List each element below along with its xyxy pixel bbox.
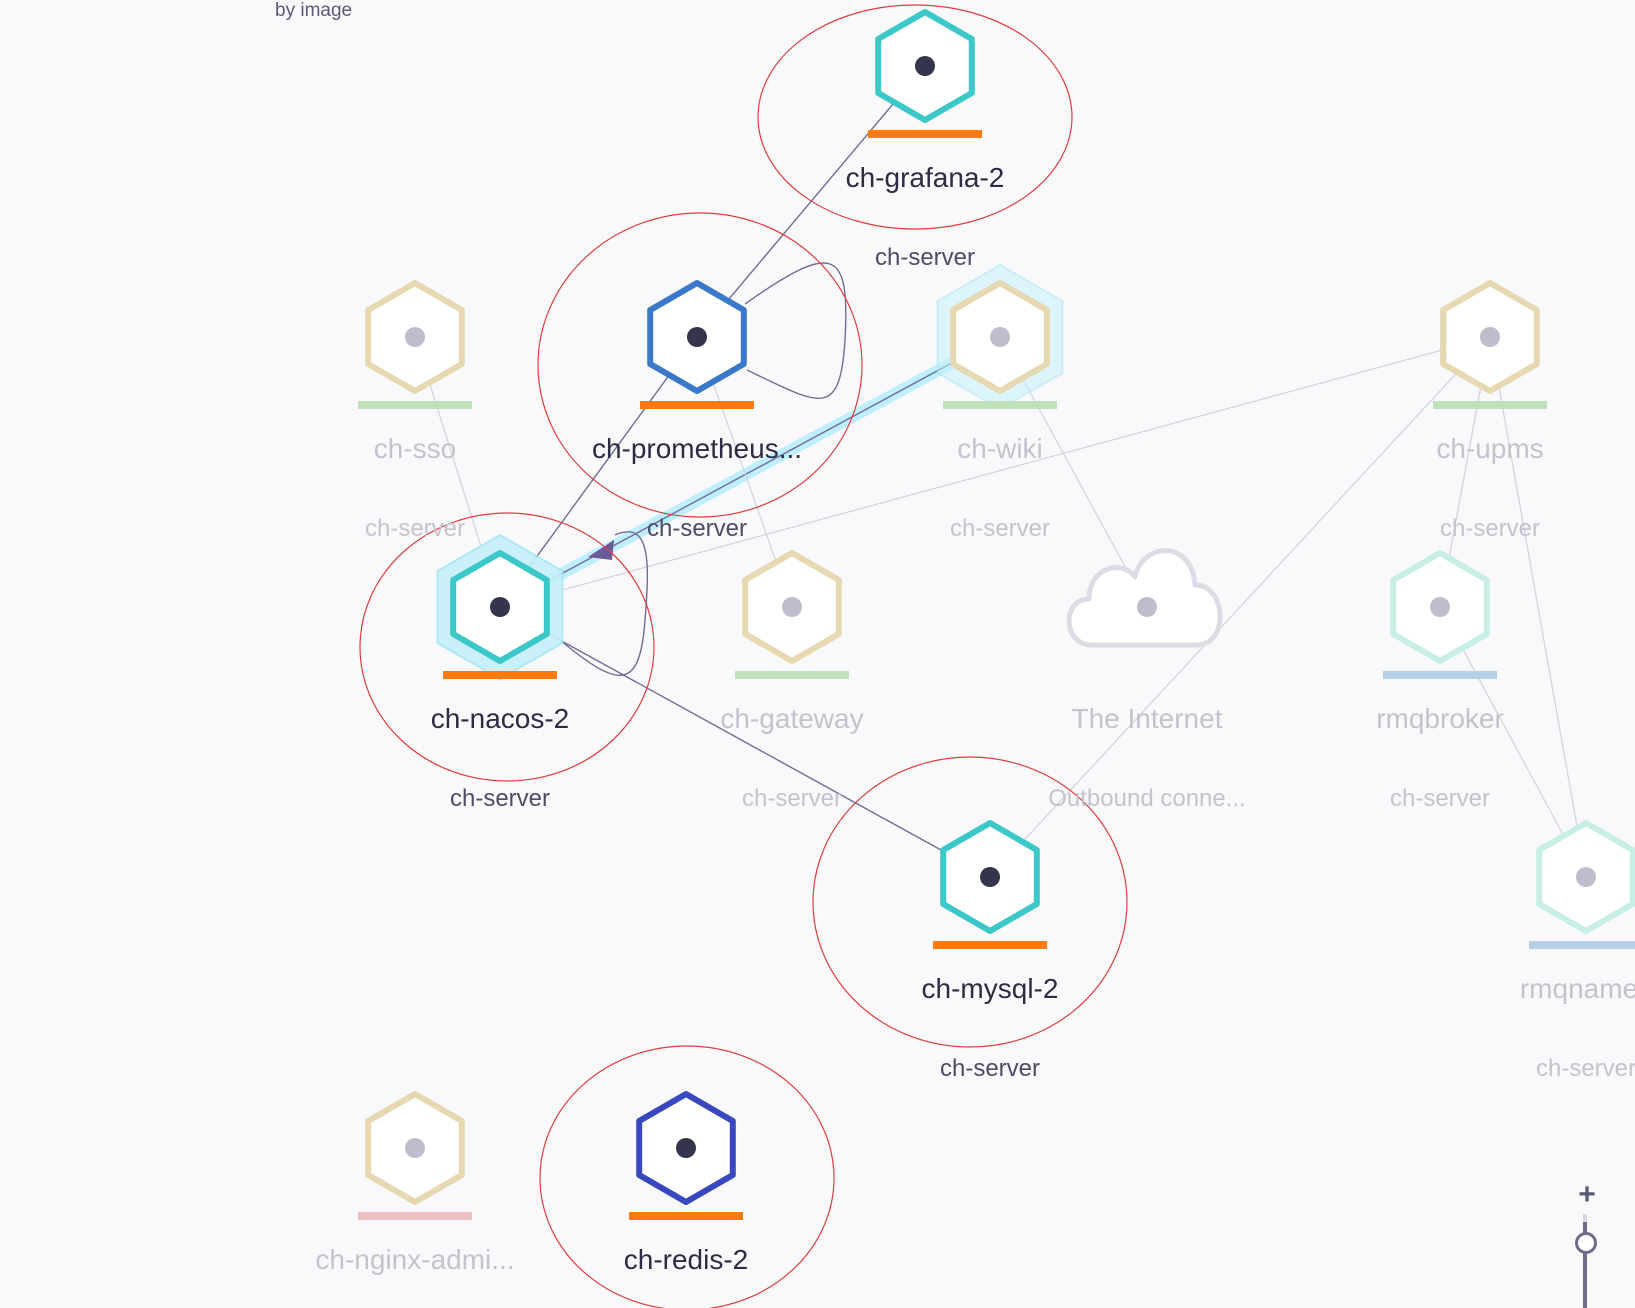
node-status-strip xyxy=(868,130,982,138)
edge-nacos-mysql[interactable] xyxy=(499,606,991,878)
node-status-strip xyxy=(1383,671,1497,679)
node-label: ch-wiki xyxy=(957,433,1043,464)
node-sso[interactable]: ch-sso ch-server xyxy=(358,280,472,542)
node-upms[interactable]: ch-upms ch-server xyxy=(1433,280,1547,542)
node-center-dot xyxy=(676,1138,696,1158)
node-host-label: ch-server xyxy=(940,1055,1040,1082)
node-mysql[interactable]: ch-mysql-2 ch-server xyxy=(922,820,1059,1082)
node-center-dot xyxy=(405,327,425,347)
node-label: ch-upms xyxy=(1436,433,1543,464)
node-host-label: ch-server xyxy=(1536,1055,1635,1082)
node-status-strip xyxy=(1433,401,1547,409)
node-label: ch-nacos-2 xyxy=(431,703,570,734)
node-label: ch-sso xyxy=(374,433,456,464)
node-label: ch-grafana-2 xyxy=(846,162,1005,193)
node-status-strip xyxy=(735,671,849,679)
node-host-label: ch-server xyxy=(450,785,550,812)
node-rmqbroker[interactable]: rmqbroker ch-server xyxy=(1376,550,1504,812)
edge-rmqbroker-rmqnames[interactable] xyxy=(1439,606,1587,878)
attention-circle-prometheus xyxy=(537,212,863,518)
node-grafana[interactable]: ch-grafana-2 ch-server xyxy=(846,9,1005,271)
node-status-strip xyxy=(629,1212,743,1220)
node-label: rmqnames xyxy=(1520,973,1635,1004)
edge-upms-nacos[interactable] xyxy=(499,336,1491,608)
zoom-track-cap xyxy=(1583,1214,1587,1222)
attention-circle-nacos xyxy=(359,512,655,782)
edge-wiki-nacos[interactable] xyxy=(499,336,1001,608)
node-nacos[interactable]: ch-nacos-2 ch-server xyxy=(431,534,570,812)
zoom-slider-handle[interactable] xyxy=(1575,1232,1597,1254)
node-center-dot xyxy=(990,327,1010,347)
edge-nacos-self-loop[interactable] xyxy=(559,531,649,677)
node-wiki[interactable]: ch-wiki ch-server xyxy=(936,264,1064,542)
edge-prometheus-self-loop[interactable] xyxy=(744,262,847,399)
attention-circle-grafana xyxy=(757,4,1073,230)
zoom-in-button[interactable]: + xyxy=(1578,1178,1596,1211)
node-center-dot xyxy=(687,327,707,347)
node-host-label: ch-server xyxy=(1440,515,1540,542)
node-center-dot xyxy=(1137,597,1157,617)
node-center-dot xyxy=(915,56,935,76)
zoom-slider-track[interactable] xyxy=(1583,1222,1587,1308)
edge-upms-mysql[interactable] xyxy=(989,336,1491,878)
node-status-strip xyxy=(1529,941,1635,949)
node-center-dot xyxy=(1430,597,1450,617)
node-host-label: ch-server xyxy=(950,515,1050,542)
node-nginx[interactable]: ch-nginx-admi... xyxy=(315,1091,515,1275)
node-status-strip xyxy=(943,401,1057,409)
node-label: ch-redis-2 xyxy=(624,1244,748,1275)
node-redis[interactable]: ch-redis-2 xyxy=(624,1091,748,1275)
node-gateway[interactable]: ch-gateway ch-server xyxy=(720,550,864,812)
node-host-label: ch-server xyxy=(742,785,842,812)
node-center-dot xyxy=(980,867,1000,887)
group-by-hint: by image xyxy=(275,0,353,21)
edge-arrowhead xyxy=(588,540,614,560)
node-status-strip xyxy=(640,401,754,409)
node-center-dot xyxy=(490,597,510,617)
node-status-strip xyxy=(358,401,472,409)
node-label: ch-mysql-2 xyxy=(922,973,1059,1004)
attention-circle-redis xyxy=(539,1045,835,1308)
node-status-strip xyxy=(443,671,557,679)
node-label: The Internet xyxy=(1072,703,1223,734)
node-host-label: ch-server xyxy=(875,244,975,271)
node-center-dot xyxy=(1576,867,1596,887)
node-label: ch-prometheus... xyxy=(592,433,802,464)
node-host-label: Outbound conne... xyxy=(1048,785,1245,812)
node-label: ch-nginx-admi... xyxy=(315,1244,514,1275)
node-center-dot xyxy=(1480,327,1500,347)
node-label: ch-gateway xyxy=(720,703,863,734)
node-prometheus[interactable]: ch-prometheus... ch-server xyxy=(592,280,802,542)
node-host-label: ch-server xyxy=(1390,785,1490,812)
node-label: rmqbroker xyxy=(1376,703,1504,734)
node-host-label: ch-server xyxy=(647,515,747,542)
node-status-strip xyxy=(358,1212,472,1220)
node-center-dot xyxy=(405,1138,425,1158)
attention-circle-mysql xyxy=(812,756,1128,1048)
node-host-label: ch-server xyxy=(365,515,465,542)
node-rmqnames[interactable]: rmqnames ch-server xyxy=(1520,820,1635,1082)
node-status-strip xyxy=(933,941,1047,949)
node-center-dot xyxy=(782,597,802,617)
edge-upms-rmqnames[interactable] xyxy=(1489,336,1587,878)
